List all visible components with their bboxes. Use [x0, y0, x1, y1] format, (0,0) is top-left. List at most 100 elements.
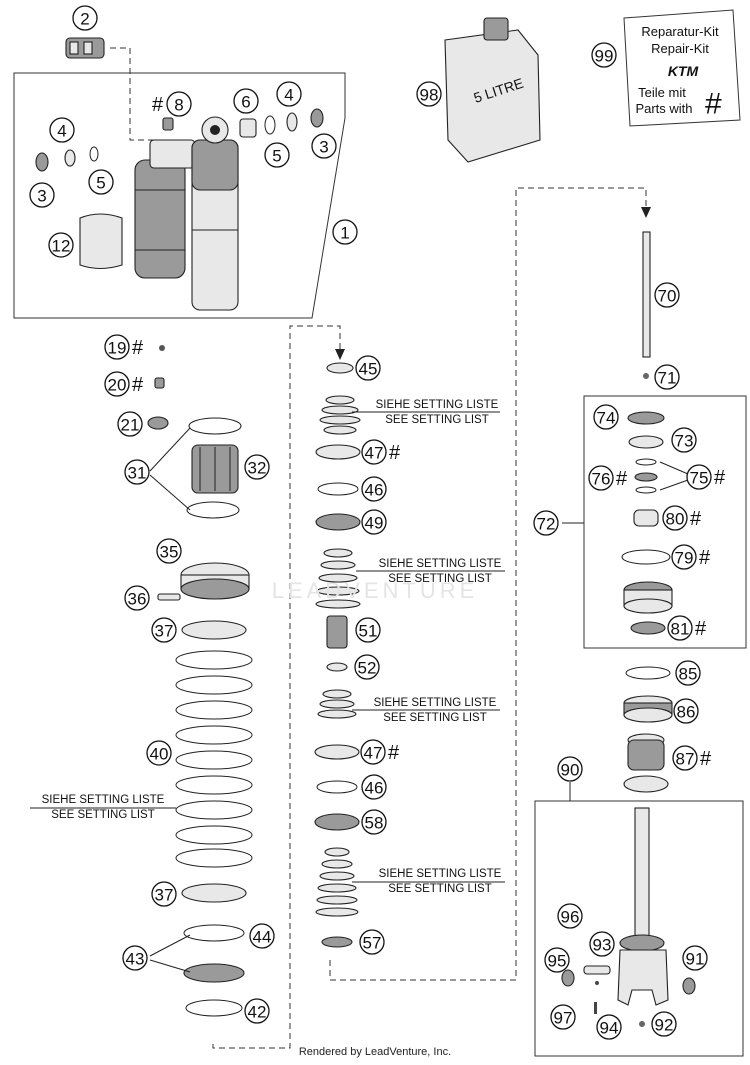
part-51 [326, 615, 348, 649]
part-49 [315, 513, 361, 531]
setting-note-3: SIEHE SETTING LISTE SEE SETTING LIST [374, 697, 497, 724]
part-74 [627, 411, 665, 425]
callout-circle [360, 739, 386, 765]
callout-hash: # [132, 374, 144, 396]
leader-31b [149, 474, 191, 511]
callout-40: 40 [146, 740, 172, 766]
arrow-45 [335, 349, 345, 360]
callout-circle [588, 465, 614, 491]
callout-85: 85 [675, 660, 701, 686]
callout-number: 46 [365, 779, 384, 798]
part-6-bushing [239, 118, 257, 138]
callout-number: 46 [365, 481, 384, 500]
callout-circle [124, 459, 150, 485]
callout-number: 37 [155, 622, 174, 641]
part-70-rod [642, 231, 651, 358]
part-95 [561, 969, 575, 987]
callout-number: 70 [658, 287, 677, 306]
callout-circle [667, 615, 693, 641]
callout-number: 47 [365, 444, 384, 463]
callout-87: 87# [672, 745, 712, 771]
callout-circle [589, 931, 615, 957]
callout-circle [151, 617, 177, 643]
callout-number: 32 [248, 459, 267, 478]
ktm-logo: KTM [668, 63, 699, 79]
part-86 [623, 695, 673, 723]
callout-52: 52 [354, 654, 380, 680]
callout-92: 92 [651, 1011, 677, 1037]
part-85 [625, 666, 671, 680]
callout-4: 4 [49, 117, 75, 143]
callout-95: 95 [544, 947, 570, 973]
callout-number: 8 [174, 96, 183, 115]
dash-line-2 [110, 47, 160, 141]
kit-line-2: Repair-Kit [651, 41, 709, 56]
callout-8: 8# [152, 91, 192, 117]
callout-90: 90 [557, 756, 583, 782]
setting-note-de: SIEHE SETTING LISTE [374, 697, 497, 709]
shim-stack-4 [315, 847, 359, 917]
callout-19: 19# [104, 334, 144, 360]
part-42 [185, 999, 243, 1017]
setting-note-en: SEE SETTING LIST [383, 712, 487, 724]
callout-number: 6 [241, 93, 250, 112]
callout-36: 36 [124, 585, 150, 611]
callout-circle [122, 945, 148, 971]
callout-circle [311, 133, 337, 159]
callout-98: 98 [416, 81, 442, 107]
setting-note-en: SEE SETTING LIST [385, 414, 489, 426]
callout-circle [233, 88, 259, 114]
callout-number: 43 [126, 950, 145, 969]
part-73 [628, 435, 664, 449]
part-52 [326, 662, 348, 672]
callout-37: 37 [151, 617, 177, 643]
callout-76: 76# [588, 465, 628, 491]
footer-credit: Rendered by LeadVenture, Inc. [298, 1046, 452, 1058]
callout-20: 20# [104, 371, 144, 397]
callout-number: 97 [554, 1009, 573, 1028]
callout-circle [244, 454, 270, 480]
callout-circle [166, 91, 192, 117]
callout-number: 4 [57, 122, 66, 141]
part-87-bump-stop [623, 733, 669, 793]
leader-43a [149, 934, 191, 957]
setting-note-spring: SIEHE SETTING LISTE SEE SETTING LIST [42, 794, 165, 821]
leader-75b [659, 479, 689, 491]
callout-circle [276, 81, 302, 107]
assembly-box [13, 72, 346, 319]
callout-circle [361, 509, 387, 535]
callout-72: 72 [533, 510, 559, 536]
callout-circle [675, 660, 701, 686]
callout-37: 37 [151, 881, 177, 907]
part-12-sleeve [79, 213, 123, 270]
part-75-bottom [635, 486, 657, 494]
callout-circle [264, 142, 290, 168]
callout-circle [654, 282, 680, 308]
callout-57: 57 [359, 929, 385, 955]
callout-number: 1 [340, 224, 349, 243]
part-37-bottom [181, 883, 247, 903]
callout-circle [662, 505, 688, 531]
callout-circle [355, 617, 381, 643]
callout-21: 21 [117, 411, 143, 437]
callout-number: 40 [150, 745, 169, 764]
callout-3: 3 [29, 182, 55, 208]
callout-number: 91 [686, 950, 705, 969]
setting-note-en: SEE SETTING LIST [388, 573, 492, 585]
callout-circle [550, 1004, 576, 1030]
setting-note-de: SIEHE SETTING LISTE [379, 558, 502, 570]
callout-circle [104, 371, 130, 397]
callout-circle [671, 544, 697, 570]
callout-51: 51 [355, 617, 381, 643]
part-37-top [181, 620, 247, 640]
callout-74: 74 [593, 404, 619, 430]
callout-circle [591, 42, 617, 68]
callout-12: 12 [48, 232, 74, 258]
callout-number: 98 [420, 86, 439, 105]
part-92 [639, 1021, 645, 1027]
callout-circle [544, 947, 570, 973]
part-20 [154, 377, 165, 389]
callout-49: 49 [361, 509, 387, 535]
